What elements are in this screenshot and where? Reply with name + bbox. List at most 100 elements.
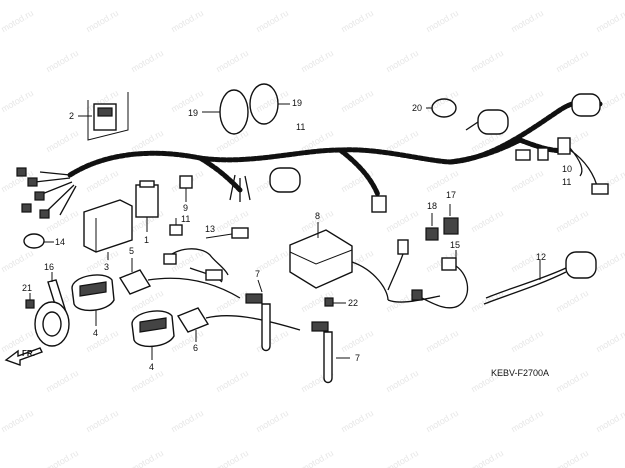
callout-4-lower: 4 bbox=[149, 362, 154, 372]
watermark-text: motod.ru bbox=[0, 408, 35, 434]
part-3-control-unit bbox=[83, 199, 133, 260]
callout-14: 14 bbox=[55, 237, 65, 247]
callout-7-lower: 7 bbox=[355, 353, 360, 363]
diagram-code: KEBV-F2700A bbox=[491, 368, 549, 378]
watermark-text: motod.ru bbox=[44, 128, 80, 154]
watermark-text: motod.ru bbox=[594, 328, 625, 354]
callout-13: 13 bbox=[205, 224, 215, 234]
watermark-text: motod.ru bbox=[0, 248, 35, 274]
part-1-relay bbox=[135, 180, 159, 232]
watermark-text: motod.ru bbox=[254, 8, 290, 34]
callout-10: 10 bbox=[562, 164, 572, 174]
part-5-plug-cap bbox=[118, 258, 241, 299]
front-label: FR. bbox=[22, 349, 35, 358]
watermark-text: motod.ru bbox=[469, 208, 505, 234]
part-17-connector bbox=[443, 204, 459, 235]
watermark-text: motod.ru bbox=[44, 48, 80, 74]
part-19-band-right bbox=[249, 83, 290, 125]
watermark-text: motod.ru bbox=[339, 328, 375, 354]
watermark-text: motod.ru bbox=[424, 408, 460, 434]
callout-21: 21 bbox=[22, 283, 32, 293]
callout-5: 5 bbox=[129, 246, 134, 256]
callout-19-right: 19 bbox=[292, 98, 302, 108]
watermark-text: motod.ru bbox=[0, 8, 35, 34]
callout-7-upper: 7 bbox=[255, 269, 260, 279]
part-13-sub-harness bbox=[163, 227, 249, 283]
watermark-text: motod.ru bbox=[84, 248, 120, 274]
callout-9: 9 bbox=[183, 203, 188, 213]
watermark-text: motod.ru bbox=[594, 8, 625, 34]
part-8-regulator bbox=[289, 222, 441, 303]
callout-2: 2 bbox=[69, 111, 74, 121]
watermark-text: motod.ru bbox=[214, 448, 250, 468]
callout-labels: 1 2 3 4 4 5 6 7 7 8 9 10 11 11 11 12 13 … bbox=[22, 98, 572, 372]
watermark-text: motod.ru bbox=[84, 168, 120, 194]
watermark-text: motod.ru bbox=[384, 128, 420, 154]
watermark-text: motod.ru bbox=[509, 328, 545, 354]
watermark-text: motod.ru bbox=[594, 248, 625, 274]
callout-12: 12 bbox=[536, 252, 546, 262]
callout-3: 3 bbox=[104, 262, 109, 272]
watermark-text: motod.ru bbox=[554, 208, 590, 234]
watermark-text: motod.ru bbox=[384, 368, 420, 394]
watermark-text: motod.ru bbox=[384, 48, 420, 74]
callout-1: 1 bbox=[144, 235, 149, 245]
callout-16: 16 bbox=[44, 262, 54, 272]
watermark-text: motod.ru bbox=[44, 448, 80, 468]
watermark-text: motod.ru bbox=[509, 168, 545, 194]
watermark-text: motod.ru bbox=[129, 448, 165, 468]
callout-19-left: 19 bbox=[188, 108, 198, 118]
callout-8: 8 bbox=[315, 211, 320, 221]
part-19-band-left bbox=[202, 89, 249, 135]
watermark-text: motod.ru bbox=[84, 408, 120, 434]
watermark-text: motod.ru bbox=[214, 368, 250, 394]
watermark-text: motod.ru bbox=[129, 128, 165, 154]
callout-22: 22 bbox=[348, 298, 358, 308]
callout-11-top: 11 bbox=[296, 122, 305, 132]
callout-20: 20 bbox=[412, 103, 422, 113]
filter-canister-top bbox=[465, 109, 509, 135]
watermark-text: motod.ru bbox=[509, 408, 545, 434]
part-22-bolt bbox=[324, 297, 346, 307]
watermark-text: motod.ru bbox=[84, 8, 120, 34]
callout-4-upper: 4 bbox=[93, 328, 98, 338]
part-10-connector bbox=[557, 137, 609, 195]
watermark-text: motod.ru bbox=[554, 288, 590, 314]
left-connector-cluster bbox=[16, 167, 50, 219]
watermark-text: motod.ru bbox=[469, 448, 505, 468]
part-14-clamp bbox=[23, 233, 54, 249]
part-6-plug-cap bbox=[176, 307, 301, 342]
harness-connector-center bbox=[371, 195, 409, 291]
part-21-bolt bbox=[25, 293, 35, 309]
watermark-text: motod.ru bbox=[299, 448, 335, 468]
canister-center bbox=[269, 167, 301, 193]
watermark-text: motod.ru bbox=[424, 88, 460, 114]
watermark-text: motod.ru bbox=[214, 288, 250, 314]
watermark-text: motod.ru bbox=[424, 8, 460, 34]
watermark-text: motod.ru bbox=[509, 88, 545, 114]
part-18-connector bbox=[425, 213, 439, 241]
watermark-text: motod.ru bbox=[129, 48, 165, 74]
watermark-text: motod.ru bbox=[509, 8, 545, 34]
watermark-text: motod.ru bbox=[339, 8, 375, 34]
watermark-text: motod.ru bbox=[0, 88, 35, 114]
part-15-sensor-wire bbox=[411, 250, 469, 309]
callout-15: 15 bbox=[450, 240, 460, 250]
callout-17: 17 bbox=[446, 190, 456, 200]
part-9-connector bbox=[179, 175, 193, 202]
callout-11-right: 11 bbox=[562, 177, 571, 187]
filter-canister-right bbox=[571, 93, 601, 117]
callout-6: 6 bbox=[193, 343, 198, 353]
watermark-text: motod.ru bbox=[254, 88, 290, 114]
watermark-text: motod.ru bbox=[44, 368, 80, 394]
watermark-text: motod.ru bbox=[214, 48, 250, 74]
watermark-text: motod.ru bbox=[299, 48, 335, 74]
watermark-text: motod.ru bbox=[384, 208, 420, 234]
watermark-text: motod.ru bbox=[554, 368, 590, 394]
watermark-text: motod.ru bbox=[254, 328, 290, 354]
part-12-cable bbox=[483, 251, 597, 305]
watermark-text: motod.ru bbox=[469, 48, 505, 74]
watermark-text: motod.ru bbox=[554, 448, 590, 468]
watermark-text: motod.ru bbox=[594, 408, 625, 434]
connector-right-mid bbox=[515, 147, 549, 161]
